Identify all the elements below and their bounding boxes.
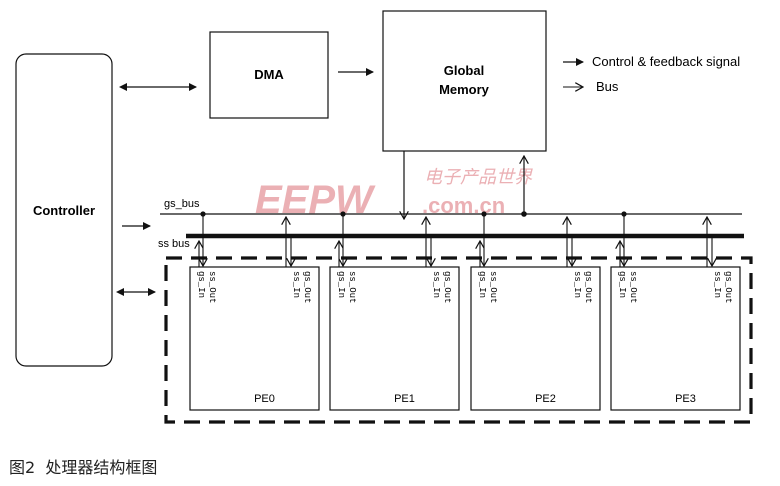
pe0-gs-in-dot [200,211,206,217]
pe3-gs-in-label: gs_In [617,271,627,298]
pe0-gs-in-label: gs_In [196,271,206,298]
global-memory-box [382,10,547,152]
pe1-label: PE1 [394,393,415,405]
global-memory-label-line1: Global [444,63,484,78]
pe0-box [189,266,320,411]
pe0-ss-out-label: ss_Out [207,271,217,303]
pe2-gs-out-label: gs_Out [583,271,593,303]
watermark-chinese: 电子产品世界 [424,167,533,188]
dma-box [209,31,329,119]
pe3-box [610,266,741,411]
legend: Control & feedback signal Bus [563,54,740,94]
pe1-ss-out-label: ss_Out [347,271,357,303]
pe1-ss-in-label: ss_In [431,271,441,298]
global-memory-label-line2: Memory [439,82,490,97]
watermark: EEPW .com.cn 电子产品世界 [255,167,533,222]
bus-junction-dot [521,211,527,217]
pe3-label: PE3 [675,393,696,405]
figure-caption: 图2 处理器结构框图 [9,458,158,477]
pe2-label: PE2 [535,393,556,405]
pe2-gs-in-dot [481,211,487,217]
pe2-ss-out-label: ss_Out [488,271,498,303]
pe3-ss-out-label: ss_Out [628,271,638,303]
pe3-gs-out-label: gs_Out [723,271,733,303]
gs-bus-label: gs_bus [164,198,200,210]
dma-label: DMA [254,67,284,82]
legend-control-text: Control & feedback signal [592,54,740,69]
pe3-gs-in-dot [621,211,627,217]
pe1-gs-in-dot [340,211,346,217]
legend-bus-text: Bus [596,79,619,94]
pe0-ss-in-label: ss_In [291,271,301,298]
pe3-ss-in-label: ss_In [712,271,722,298]
pe0-gs-out-label: gs_Out [302,271,312,303]
pe2-box [470,266,601,411]
pe1-gs-out-label: gs_Out [442,271,452,303]
controller-label: Controller [33,203,95,218]
pe0-label: PE0 [254,393,275,405]
watermark-brand: EEPW [255,178,376,222]
pe1-box [329,266,460,411]
pe-array-boundary [164,256,753,424]
pe1-gs-in-label: gs_In [336,271,346,298]
ss-bus-label: ss bus [158,238,190,250]
pe2-gs-in-label: gs_In [477,271,487,298]
controller-box [15,53,113,367]
pe2-ss-in-label: ss_In [572,271,582,298]
